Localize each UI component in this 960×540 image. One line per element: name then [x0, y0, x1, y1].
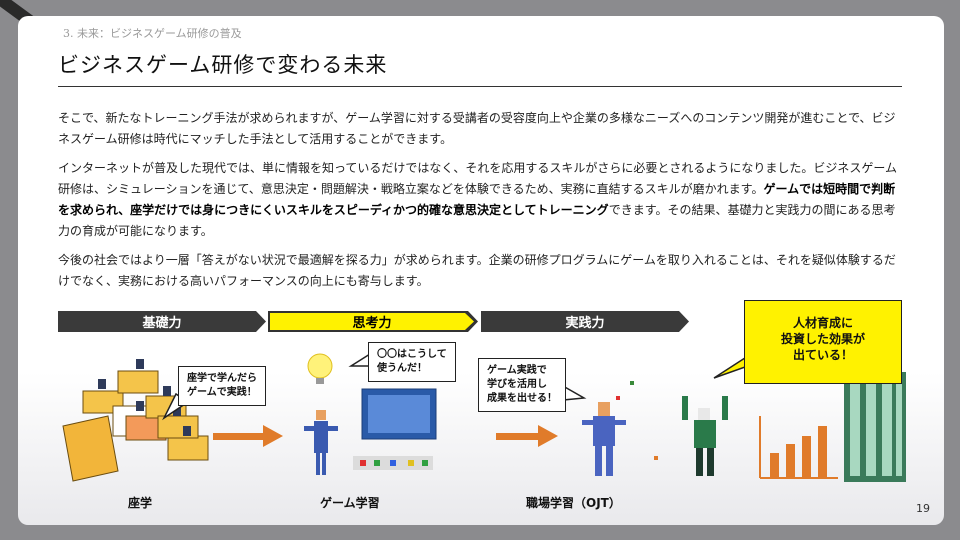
arrow-2: [496, 425, 558, 447]
stage-basic-label: 基礎力: [142, 316, 182, 331]
result-speech-bubble: 人材育成に 投資した効果が 出ている！: [744, 300, 902, 384]
building-illustration: [844, 372, 906, 482]
success-person-illustration: [682, 396, 728, 476]
slide-title: ビジネスゲーム研修で変わる未来: [58, 53, 388, 77]
emphasis-text: ゲームでは短時間で判断を求められ、座学だけでは身につきにくいスキルをスピーディか…: [58, 182, 896, 217]
caption-ojt: 職場学習（OJT）: [526, 496, 621, 510]
stage-thinking-chevron: 思考力: [268, 311, 478, 332]
slide: 3. 未来：ビジネスゲーム研修の普及 ビジネスゲーム研修で変わる未来 そこで、新…: [18, 16, 944, 525]
stage-practice-chevron: 実践力: [481, 311, 689, 332]
ojt-speech-bubble: ゲーム実践で 学びを活用し 成果を出せる！: [478, 358, 566, 412]
result-bubble-tail: [713, 354, 749, 379]
game-speech-bubble: 〇〇はこうして 使うんだ！: [368, 342, 456, 382]
stage-basic-chevron: 基礎力: [58, 311, 266, 332]
ojt-bubble-tail: [562, 384, 587, 401]
ojt-worker-illustration: [582, 381, 658, 476]
paragraph-1: そこで、新たなトレーニング手法が求められますが、ゲーム学習に対する受講者の受容度…: [58, 111, 896, 146]
page-number: 19: [916, 502, 930, 515]
caption-lecture: 座学: [128, 496, 153, 510]
arrow-1: [213, 425, 283, 447]
paragraph-2: インターネットが普及した現代では、単に情報を知っているだけではなく、それを応用す…: [58, 161, 898, 238]
body-text: そこで、新たなトレーニング手法が求められますが、ゲーム学習に対する受講者の受容度…: [58, 108, 904, 300]
section-label: 3. 未来：ビジネスゲーム研修の普及: [63, 27, 242, 40]
lecture-speech-bubble: 座学で学んだら ゲームで実践！: [178, 366, 266, 406]
stage-thinking-label: 思考力: [352, 316, 392, 331]
caption-game: ゲーム学習: [320, 496, 380, 510]
growth-bar-chart: [759, 416, 838, 479]
paragraph-3: 今後の社会ではより一層「答えがない状況で最適解を探る力」が求められます。企業の研…: [58, 253, 896, 288]
title-divider: [58, 86, 902, 87]
stage-practice-label: 実践力: [565, 316, 605, 331]
